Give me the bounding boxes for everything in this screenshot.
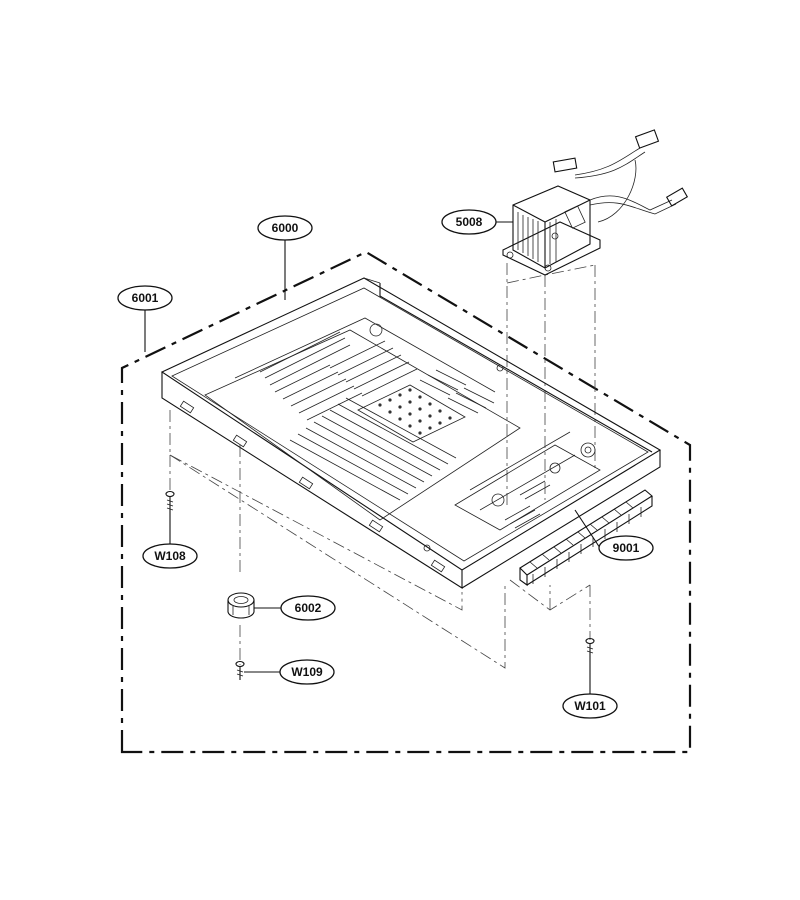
screw-w101 (585, 637, 595, 658)
screw-w109 (235, 660, 245, 680)
callout-6002: 6002 (280, 595, 336, 621)
callout-9001-label: 9001 (613, 541, 640, 555)
projection-lines (169, 263, 596, 669)
callout-6001: 6001 (117, 285, 173, 311)
filter-strip (519, 489, 653, 587)
callout-6001-label: 6001 (132, 291, 159, 305)
screw-w108 (165, 490, 175, 512)
transformer (502, 129, 689, 276)
callout-w101-label: W101 (574, 699, 606, 713)
rubber-foot (227, 592, 255, 619)
callout-5008: 5008 (441, 209, 497, 235)
callout-w108: W108 (142, 543, 198, 569)
callout-w109: W109 (279, 659, 335, 685)
callout-w109-label: W109 (291, 665, 323, 679)
callout-5008-label: 5008 (456, 215, 483, 229)
leader-lines (144, 221, 601, 695)
callout-w101: W101 (562, 693, 618, 719)
assembly-boundary (120, 250, 692, 754)
callout-w108-label: W108 (154, 549, 186, 563)
callout-9001: 9001 (598, 535, 654, 561)
base-tray (160, 277, 662, 589)
callout-6000-label: 6000 (272, 221, 299, 235)
callout-6002-label: 6002 (295, 601, 322, 615)
callout-6000: 6000 (257, 215, 313, 241)
